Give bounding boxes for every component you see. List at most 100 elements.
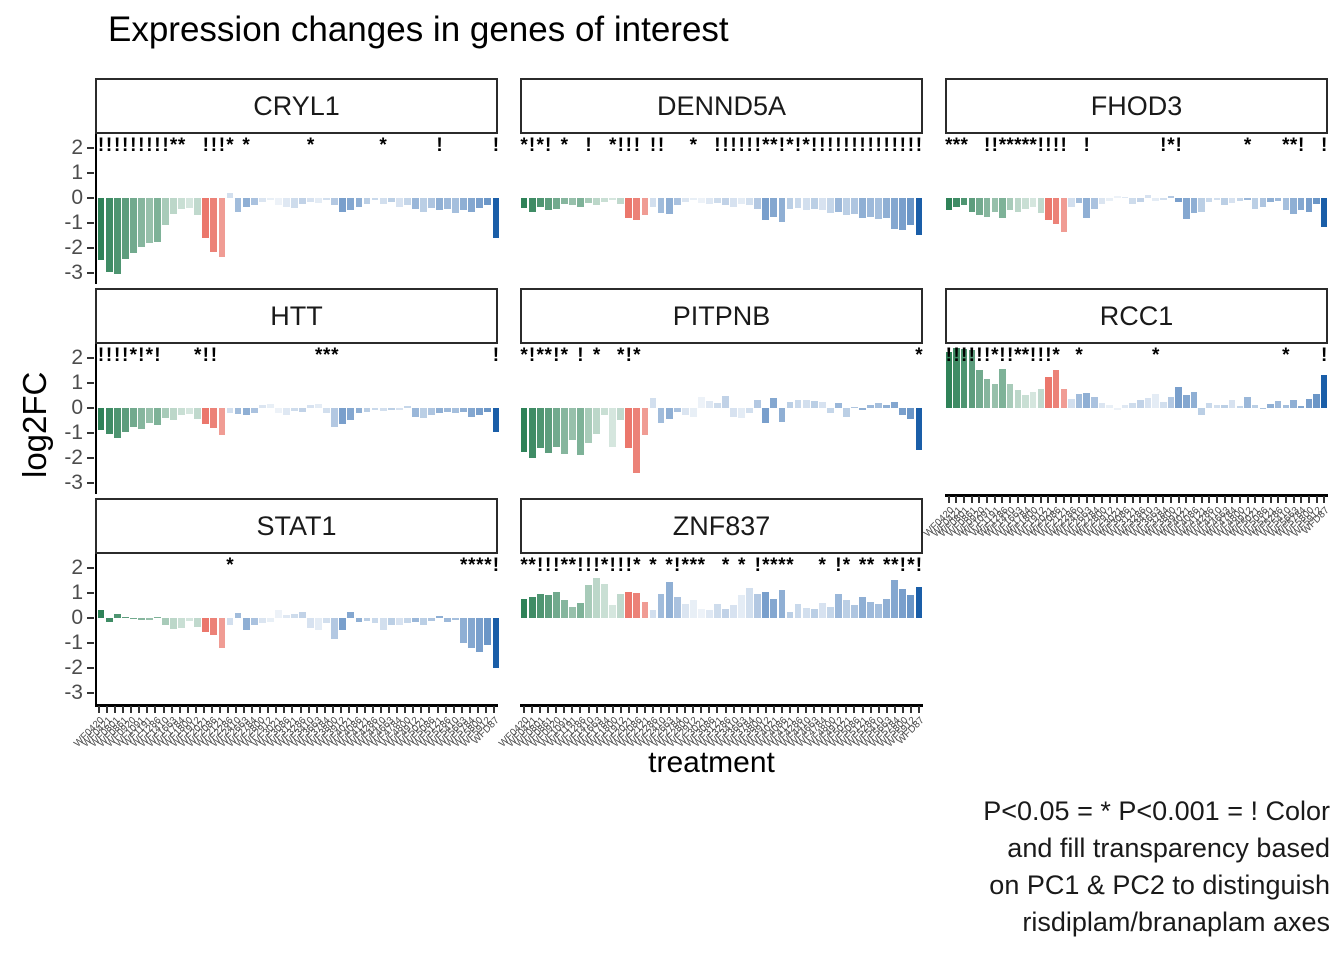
bar (609, 605, 617, 618)
significance-marker: * (306, 135, 315, 156)
bar (387, 197, 395, 202)
significance-marker: ! (1037, 345, 1044, 366)
bar (242, 197, 250, 207)
bar (697, 397, 705, 408)
bar (568, 197, 576, 206)
x-tick-mark (170, 706, 173, 713)
significance-marker: * (520, 555, 528, 576)
caption-line-1: P<0.05 = * P<0.001 = ! Color (983, 796, 1330, 826)
significance-marker: ! (492, 135, 500, 156)
significance-marker: * (883, 555, 891, 576)
x-tick-mark (1108, 496, 1111, 503)
significance-marker: * (770, 135, 778, 156)
bar (274, 407, 282, 413)
bar (746, 407, 754, 414)
x-tick-mark (587, 706, 590, 713)
bar (601, 584, 609, 618)
bar (1098, 197, 1106, 204)
significance-marker: ! (730, 135, 737, 156)
bar (1274, 400, 1282, 408)
significance-marker: ! (113, 345, 121, 366)
bar (633, 592, 641, 618)
significance-marker: ! (210, 135, 218, 156)
bar (420, 197, 427, 212)
bar (1006, 384, 1014, 408)
bar (577, 407, 584, 456)
bar (754, 594, 762, 618)
x-tick-mark (845, 706, 848, 713)
significance-marker: ! (202, 135, 209, 156)
bar (1121, 196, 1129, 198)
facet-title: PITPNB (672, 300, 771, 331)
x-tick-mark (1146, 496, 1149, 503)
bar (528, 407, 536, 458)
significance-marker: ! (97, 345, 105, 366)
bar (1167, 195, 1175, 198)
bar (826, 606, 834, 618)
significance-marker: ! (105, 135, 113, 156)
bar (484, 197, 492, 206)
bar (1229, 197, 1236, 204)
x-tick-mark (813, 706, 816, 713)
bar (786, 611, 794, 618)
bar (730, 197, 738, 207)
bar (786, 402, 794, 408)
significance-marker: ! (891, 135, 898, 156)
bar (444, 197, 452, 209)
significance-marker: ! (915, 135, 923, 156)
x-tick-mark (1277, 496, 1280, 503)
bar (121, 197, 129, 259)
bar (778, 407, 786, 422)
bar (843, 407, 850, 418)
x-tick-mark (901, 706, 904, 713)
x-tick-mark (708, 706, 711, 713)
bar (476, 617, 484, 652)
y-tick-label: 2 (71, 135, 83, 159)
y-tick-mark (87, 666, 94, 669)
bar (1075, 197, 1083, 203)
significance-marker: * (998, 135, 1007, 156)
bar (436, 616, 443, 618)
significance-marker: ! (1298, 135, 1305, 156)
bar (1037, 389, 1044, 408)
x-tick-mark (571, 706, 574, 713)
x-tick-mark (1024, 496, 1027, 503)
x-tick-mark (428, 706, 431, 713)
significance-marker: * (1282, 135, 1290, 156)
bar (154, 616, 161, 618)
x-tick-mark (388, 706, 391, 713)
bar (834, 197, 842, 212)
significance-marker: ! (722, 135, 729, 156)
significance-marker: ! (210, 345, 218, 366)
significance-marker: * (721, 555, 730, 576)
bar (657, 594, 665, 618)
bar (194, 197, 202, 216)
bar (154, 197, 161, 242)
significance-marker: * (145, 345, 154, 366)
bar (1114, 195, 1121, 198)
bar (953, 347, 960, 408)
bar (649, 397, 657, 408)
bar (770, 197, 778, 217)
bar (371, 407, 379, 411)
bar (178, 617, 186, 628)
significance-marker: * (891, 555, 899, 576)
bar (875, 403, 883, 408)
significance-marker: ! (851, 135, 858, 156)
bar (460, 617, 468, 643)
significance-marker: ! (633, 135, 641, 156)
bar (1183, 197, 1190, 219)
significance-marker: * (1021, 345, 1030, 366)
significance-marker: * (331, 345, 339, 366)
facet-title: STAT1 (256, 510, 337, 541)
bar (560, 600, 568, 618)
bar (560, 197, 568, 204)
bar (1029, 197, 1037, 207)
x-tick-mark (986, 496, 989, 503)
bar (867, 404, 875, 408)
significance-marker: ! (991, 135, 998, 156)
significance-marker: ! (1320, 135, 1328, 156)
x-tick-mark (347, 706, 350, 713)
bar (1106, 404, 1113, 408)
y-tick-mark (87, 356, 94, 359)
